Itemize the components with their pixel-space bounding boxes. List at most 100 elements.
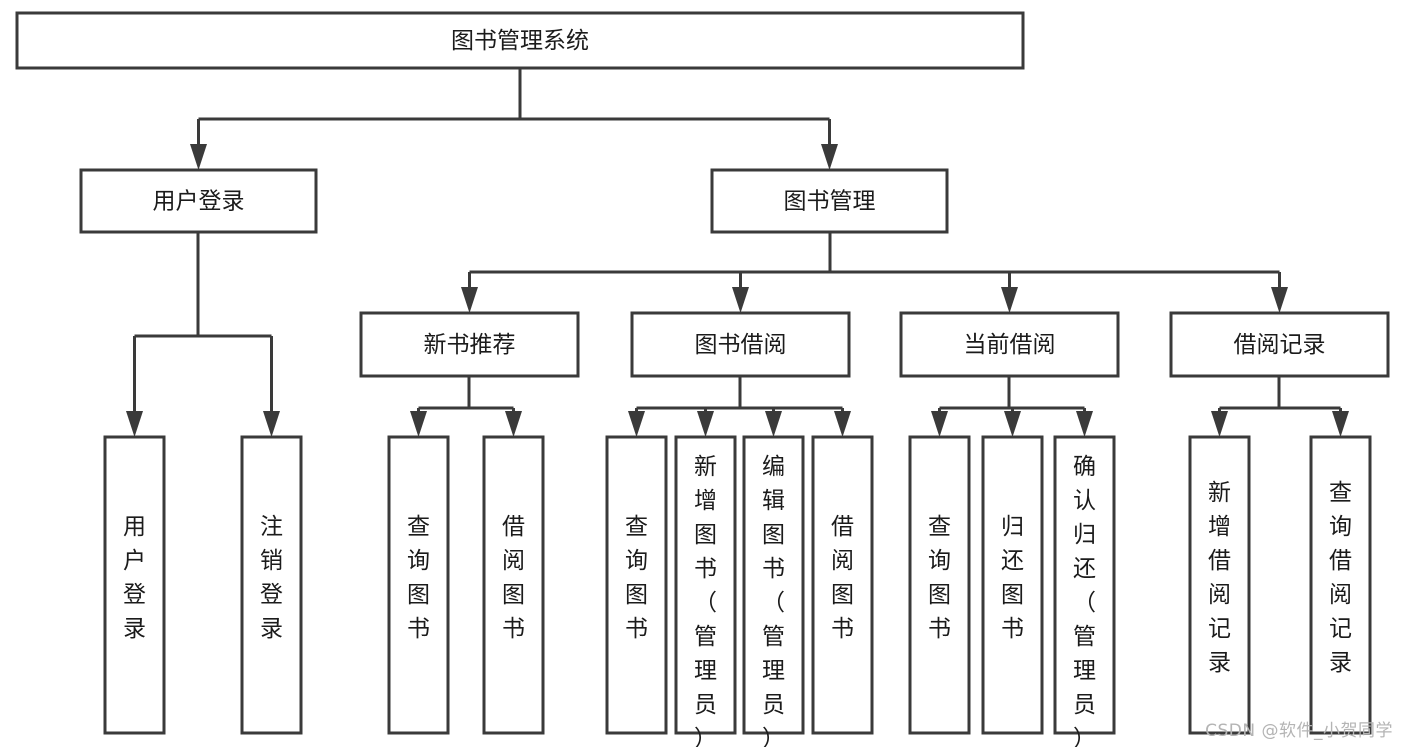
node-box[interactable] [15,11,1025,70]
node-box[interactable] [981,435,1044,735]
node-label: 新增图书（管理员） [694,454,717,747]
node-label-char: 归 [1001,514,1024,540]
node-box[interactable] [103,435,166,735]
node-root[interactable]: 图书管理系统 [15,11,1025,70]
arrow-head-icon [821,144,838,170]
node-box[interactable] [605,435,668,735]
node-leaf-borrow-edit[interactable]: 编辑图书（管理员） [742,435,805,747]
node-leaf-borrow-add[interactable]: 新增图书（管理员） [674,435,737,747]
node-label-char: 查 [407,514,430,540]
node-newbook[interactable]: 新书推荐 [359,311,580,378]
node-leaf-new-query[interactable]: 查询图书 [387,435,450,735]
node-box[interactable] [240,435,303,735]
node-label: 图书管理 [784,189,876,215]
node-label: 新增借阅记录 [1208,480,1231,676]
node-label-char: 记 [1329,616,1352,642]
node-label-char: 还 [1073,556,1096,582]
node-label-char: 销 [260,548,283,574]
arrow-head-icon [1001,287,1018,313]
node-label-char: 询 [625,548,648,574]
node-label-char: 书 [762,556,785,582]
node-leaf-user-login[interactable]: 用户登录 [103,435,166,735]
node-current[interactable]: 当前借阅 [899,311,1120,378]
arrow-head-icon [410,411,427,437]
node-label-char: 查 [625,514,648,540]
arrow-head-icon [834,411,851,437]
node-leaf-user-logout[interactable]: 注销登录 [240,435,303,735]
node-label-char: 询 [928,548,951,574]
node-label-char: 书 [1001,616,1024,642]
node-box[interactable] [359,311,580,378]
node-label: 编辑图书（管理员） [762,454,785,747]
node-login[interactable]: 用户登录 [79,168,318,234]
node-box[interactable] [1188,435,1251,735]
node-label-char: 图 [762,522,785,548]
edge-group-current [931,376,1093,437]
node-leaf-borrow-query[interactable]: 查询图书 [605,435,668,735]
edge-group-records [1211,376,1349,437]
arrow-head-icon [732,287,749,313]
node-label-char: 管 [694,624,717,650]
node-label-char: 登 [260,582,283,608]
node-leaf-rec-add[interactable]: 新增借阅记录 [1188,435,1251,735]
arrow-head-icon [263,411,280,437]
arrow-head-icon [1271,287,1288,313]
node-box[interactable] [1053,435,1116,735]
node-box[interactable] [630,311,851,378]
node-box[interactable] [899,311,1120,378]
node-label-char: 图 [1001,582,1024,608]
node-label-char: 询 [407,548,430,574]
node-label-char: 图 [831,582,854,608]
node-label: 确认归还（管理员） [1073,454,1096,747]
node-label-char: 阅 [831,548,854,574]
node-label-char: 增 [1208,514,1231,540]
node-label-char: 书 [625,616,648,642]
node-label-char: 记 [1208,616,1231,642]
node-leaf-cur-return[interactable]: 归还图书 [981,435,1044,735]
node-box[interactable] [908,435,971,735]
node-label-char: 户 [123,548,146,574]
node-label-char: 阅 [502,548,525,574]
node-leaf-rec-query[interactable]: 查询借阅记录 [1309,435,1372,735]
node-label-char: 编 [762,454,785,480]
node-label-char: 图 [502,582,525,608]
node-box[interactable] [1169,311,1390,378]
node-box[interactable] [79,168,318,234]
node-label-char: 查 [928,514,951,540]
node-label-char: ） [694,726,717,747]
node-label-char: 录 [1208,650,1231,676]
arrow-head-icon [126,411,143,437]
node-label: 用户登录 [153,189,245,215]
edges-layer [126,68,1349,437]
node-label: 查询借阅记录 [1329,480,1352,676]
edge-group-newbook [410,376,522,437]
node-box[interactable] [710,168,949,234]
node-bookmgmt[interactable]: 图书管理 [710,168,949,234]
node-leaf-borrow-lend[interactable]: 借阅图书 [811,435,874,735]
node-borrow[interactable]: 图书借阅 [630,311,851,378]
edge-group-login [126,232,280,437]
node-leaf-cur-query[interactable]: 查询图书 [908,435,971,735]
node-label-char: 书 [831,616,854,642]
node-label: 借阅图书 [502,514,525,642]
node-box[interactable] [1309,435,1372,735]
node-label-char: 书 [928,616,951,642]
node-label: 查询图书 [625,514,648,642]
node-box[interactable] [387,435,450,735]
node-leaf-new-borrow[interactable]: 借阅图书 [482,435,545,735]
node-label: 用户登录 [123,514,146,642]
node-box[interactable] [811,435,874,735]
node-label-char: 新 [1208,480,1231,506]
node-records[interactable]: 借阅记录 [1169,311,1390,378]
node-box[interactable] [482,435,545,735]
node-box[interactable] [742,435,805,735]
node-label-char: 书 [407,616,430,642]
node-label-char: （ [694,590,717,616]
node-leaf-cur-confirm[interactable]: 确认归还（管理员） [1053,435,1116,747]
edge-group-root [190,68,838,170]
node-box[interactable] [674,435,737,735]
node-label-char: 询 [1329,514,1352,540]
node-label-char: 确 [1073,454,1096,480]
node-label-char: 阅 [1329,582,1352,608]
